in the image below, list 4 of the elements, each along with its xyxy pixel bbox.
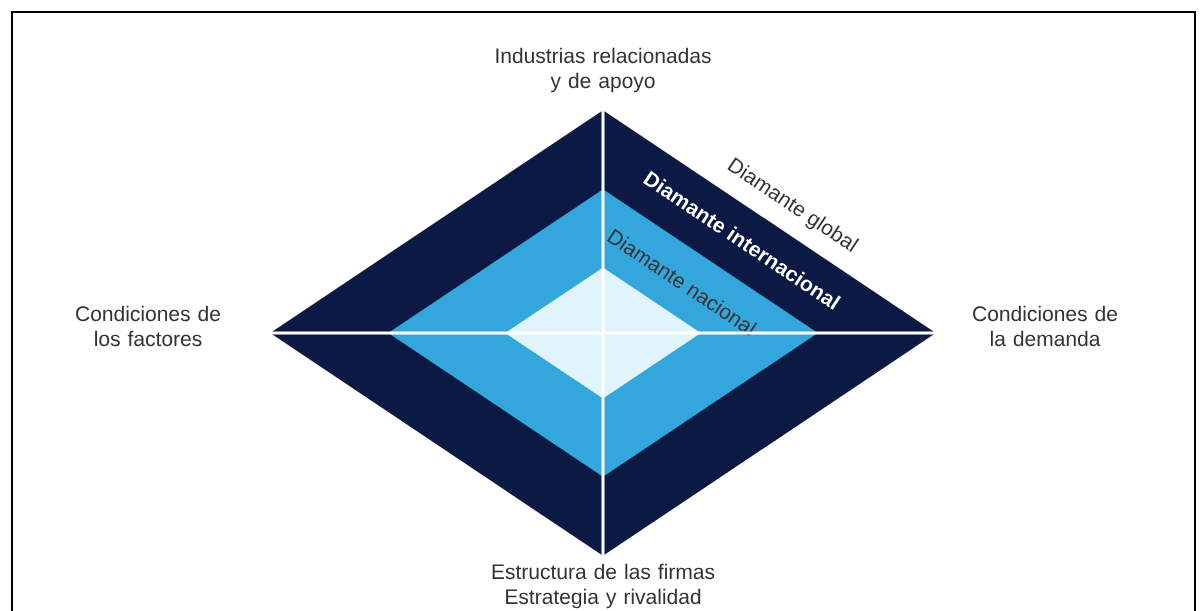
corner-label: Estructura de las firmas Estrategia y rivalidad bbox=[492, 563, 715, 609]
corner-label: Industrias relacionadas y de apoyo bbox=[496, 47, 711, 93]
corner-label: Condiciones de la demanda bbox=[973, 305, 1117, 347]
corner-label: Condiciones de los factores bbox=[76, 305, 220, 347]
